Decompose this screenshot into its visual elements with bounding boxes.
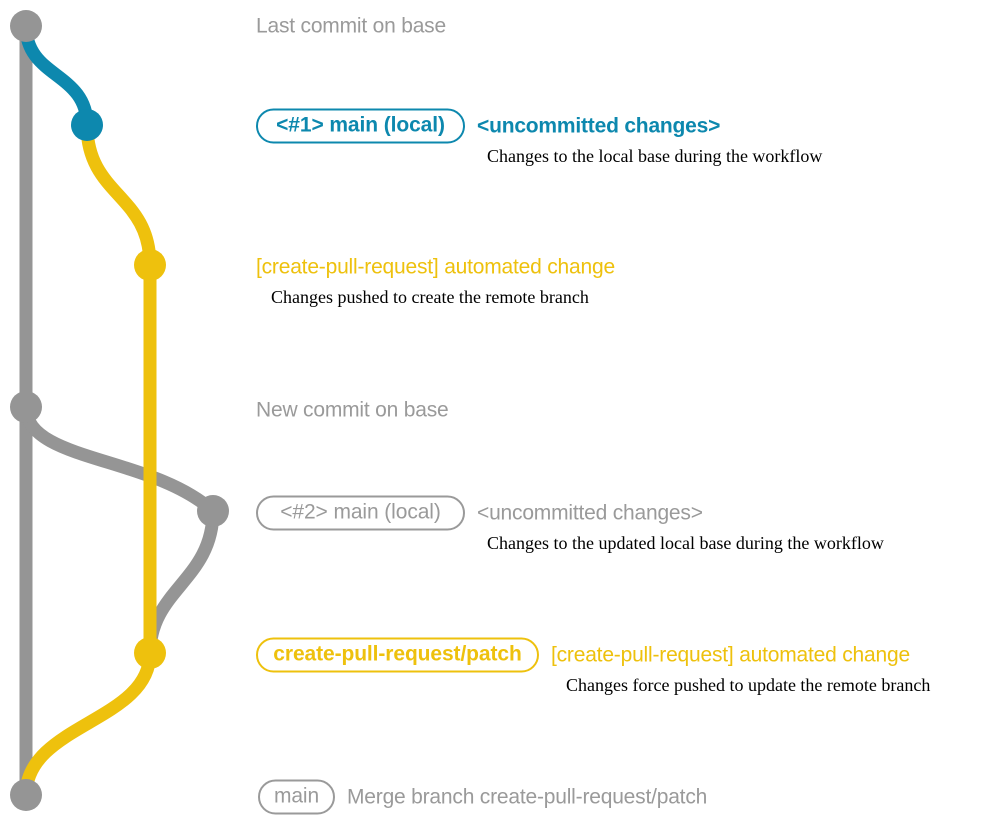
commit-note: Changes to the updated local base during… [487,533,884,553]
commit-subject: [create-pull-request] automated change [551,643,910,667]
commit-node-merge[interactable] [10,779,42,811]
commit-node-base-2[interactable] [10,391,42,423]
local-branch-edge [19,19,94,132]
ref-chip-main[interactable]: main [258,779,335,815]
commit-note: Changes force pushed to update the remot… [566,675,931,695]
ref-chip-main-local-1[interactable]: <#1> main (local) [256,108,465,144]
commit-row-local-commit-1: <#1> main (local) <uncommitted changes> [256,108,721,144]
side-to-remote-edge [143,504,220,660]
commit-node-local-2[interactable] [197,495,229,527]
base-to-side-edge [19,400,220,518]
commit-row-local-commit-2: <#2> main (local) <uncommitted changes> [256,495,703,531]
commit-subject: Last commit on base [256,14,446,38]
commit-subject: <uncommitted changes> [477,114,721,138]
commit-node-remote-2[interactable] [134,637,166,669]
commit-nodes [10,10,229,811]
commit-subject: Merge branch create-pull-request/patch [347,785,708,809]
commit-node-remote-1[interactable] [134,249,166,281]
commit-note: Changes pushed to create the remote bran… [271,287,589,307]
commit-row-remote-commit-1: [create-pull-request] automated change [256,257,615,278]
commit-subject: New commit on base [256,398,449,422]
commit-row-last-commit-on-base: Last commit on base [256,16,446,37]
commit-subject: <uncommitted changes> [477,501,703,525]
commit-row-new-commit-on-base: New commit on base [256,398,449,422]
ref-chip-create-pull-request-patch[interactable]: create-pull-request/patch [256,637,539,673]
commit-node-base-1[interactable] [10,10,42,42]
ref-chip-main-local-2[interactable]: <#2> main (local) [256,495,465,531]
commit-row-merge-commit: main Merge branch create-pull-request/pa… [258,779,708,815]
commit-note: Changes to the local base during the wor… [487,146,823,166]
commit-row-remote-commit-2: create-pull-request/patch [create-pull-r… [256,637,910,673]
remote-merge-edge [19,646,157,802]
commit-node-local-1[interactable] [71,109,103,141]
remote-branch-edge [80,118,157,272]
commit-subject: [create-pull-request] automated change [256,255,615,279]
